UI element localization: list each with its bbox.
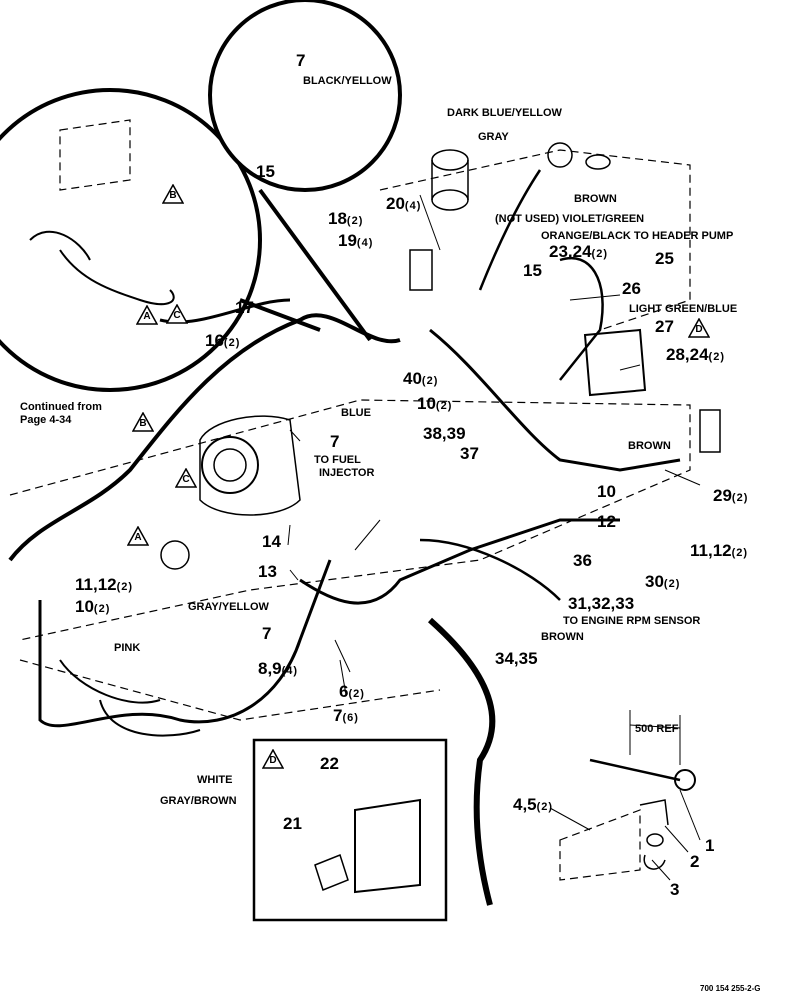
callout-a-main-label: A: [134, 532, 142, 543]
ref-500: 500 REF: [635, 723, 679, 735]
part-2: 2: [690, 852, 700, 871]
callout-d-box-label: D: [269, 755, 277, 766]
part-7-blue: 7: [330, 432, 340, 451]
part-36: 36: [573, 551, 592, 570]
callout-d-main-label: D: [695, 324, 703, 335]
wire-to-engine-rpm: TO ENGINE RPM SENSOR: [563, 615, 701, 627]
part-11-12-right: 11,12(2): [690, 541, 749, 560]
part-37: 37: [460, 444, 479, 463]
continued-note-2: Page 4-34: [20, 414, 72, 426]
detail-d-box: [252, 738, 448, 922]
wire-light-green-blue: LIGHT GREEN/BLUE: [629, 303, 738, 315]
figure-code: 700 154 255-2-G: [700, 984, 761, 993]
callout-b-label: B: [169, 190, 177, 201]
part-17: 17: [235, 298, 254, 317]
wire-to-fuel-2: INJECTOR: [319, 467, 375, 479]
part-23-24: 23,24(2): [549, 242, 608, 261]
wire-dark-blue-yellow: DARK BLUE/YELLOW: [447, 107, 562, 119]
part-7-gray-yellow: 7: [262, 624, 272, 643]
callout-c-main: C: [174, 467, 198, 488]
part-15-detail: 15: [256, 162, 275, 181]
part-27: 27: [655, 317, 674, 336]
part-22: 22: [320, 754, 339, 773]
wire-orange-black: ORANGE/BLACK TO HEADER PUMP: [541, 230, 734, 242]
part-10-left: 10(2): [75, 597, 111, 616]
callout-d-box: D: [261, 748, 285, 769]
part-19: 19(4): [338, 231, 374, 250]
main-harness: [8, 313, 401, 562]
wire-gray-yellow: GRAY/YELLOW: [188, 601, 269, 613]
part-16: 16(2): [205, 331, 241, 350]
part-7-detail: 7: [296, 51, 306, 70]
part-26: 26: [622, 279, 641, 298]
wire-blue: BLUE: [341, 407, 371, 419]
wire-brown-bottom: BROWN: [541, 631, 584, 643]
continued-note-1: Continued from: [20, 401, 102, 413]
wire-brown-top: BROWN: [574, 193, 617, 205]
wire-not-used: (NOT USED) VIOLET/GREEN: [495, 213, 645, 225]
callout-b-circle: B: [161, 183, 185, 204]
callout-c-main-label: C: [182, 474, 190, 485]
wire-to-fuel-1: TO FUEL: [314, 454, 361, 466]
part-29: 29(2): [713, 486, 749, 505]
detail-circle-left: [0, 88, 262, 392]
part-25: 25: [655, 249, 674, 268]
part-38-39: 38,39: [423, 424, 466, 443]
wire-pink: PINK: [114, 642, 141, 654]
part-12: 12: [597, 512, 616, 531]
wire-black-yellow: BLACK/YELLOW: [303, 75, 392, 87]
part-18: 18(2): [328, 209, 364, 228]
callout-a-main: A: [126, 525, 150, 546]
part-3: 3: [670, 880, 680, 899]
wire-gray-brown: GRAY/BROWN: [160, 795, 237, 807]
part-30: 30(2): [645, 572, 681, 591]
callout-a-circle: A: [135, 304, 159, 325]
part-28-24: 28,24(2): [666, 345, 725, 364]
part-20: 20(4): [386, 194, 422, 213]
wire-white: WHITE: [197, 774, 233, 786]
part-6: 6(2): [339, 682, 365, 701]
callout-c-label: C: [173, 310, 181, 321]
callout-d-main: D: [687, 317, 711, 338]
part-21: 21: [283, 814, 302, 833]
part-40: 40(2): [403, 369, 439, 388]
part-10-upper: 10(2): [417, 394, 453, 413]
callout-a-label: A: [143, 311, 151, 322]
part-1: 1: [705, 836, 715, 855]
detail-arc-bottom: [428, 617, 496, 906]
wire-brown-right: BROWN: [628, 440, 671, 452]
part-13: 13: [258, 562, 277, 581]
wire-gray: GRAY: [478, 131, 509, 143]
callout-b-main: B: [131, 411, 155, 432]
part-4-5: 4,5(2): [513, 795, 554, 814]
part-11-12-left: 11,12(2): [75, 575, 134, 594]
detail-circle-top: [208, 0, 402, 192]
part-10-right: 10: [597, 482, 616, 501]
part-8-9: 8,9(4): [258, 659, 299, 678]
callout-b-main-label: B: [139, 418, 147, 429]
callout-c-circle: C: [165, 303, 189, 324]
part-14: 14: [262, 532, 281, 551]
part-7-bottom: 7(6): [333, 706, 359, 725]
part-15: 15: [523, 261, 542, 280]
part-31-33: 31,32,33: [568, 594, 635, 613]
part-34-35: 34,35: [495, 649, 538, 668]
